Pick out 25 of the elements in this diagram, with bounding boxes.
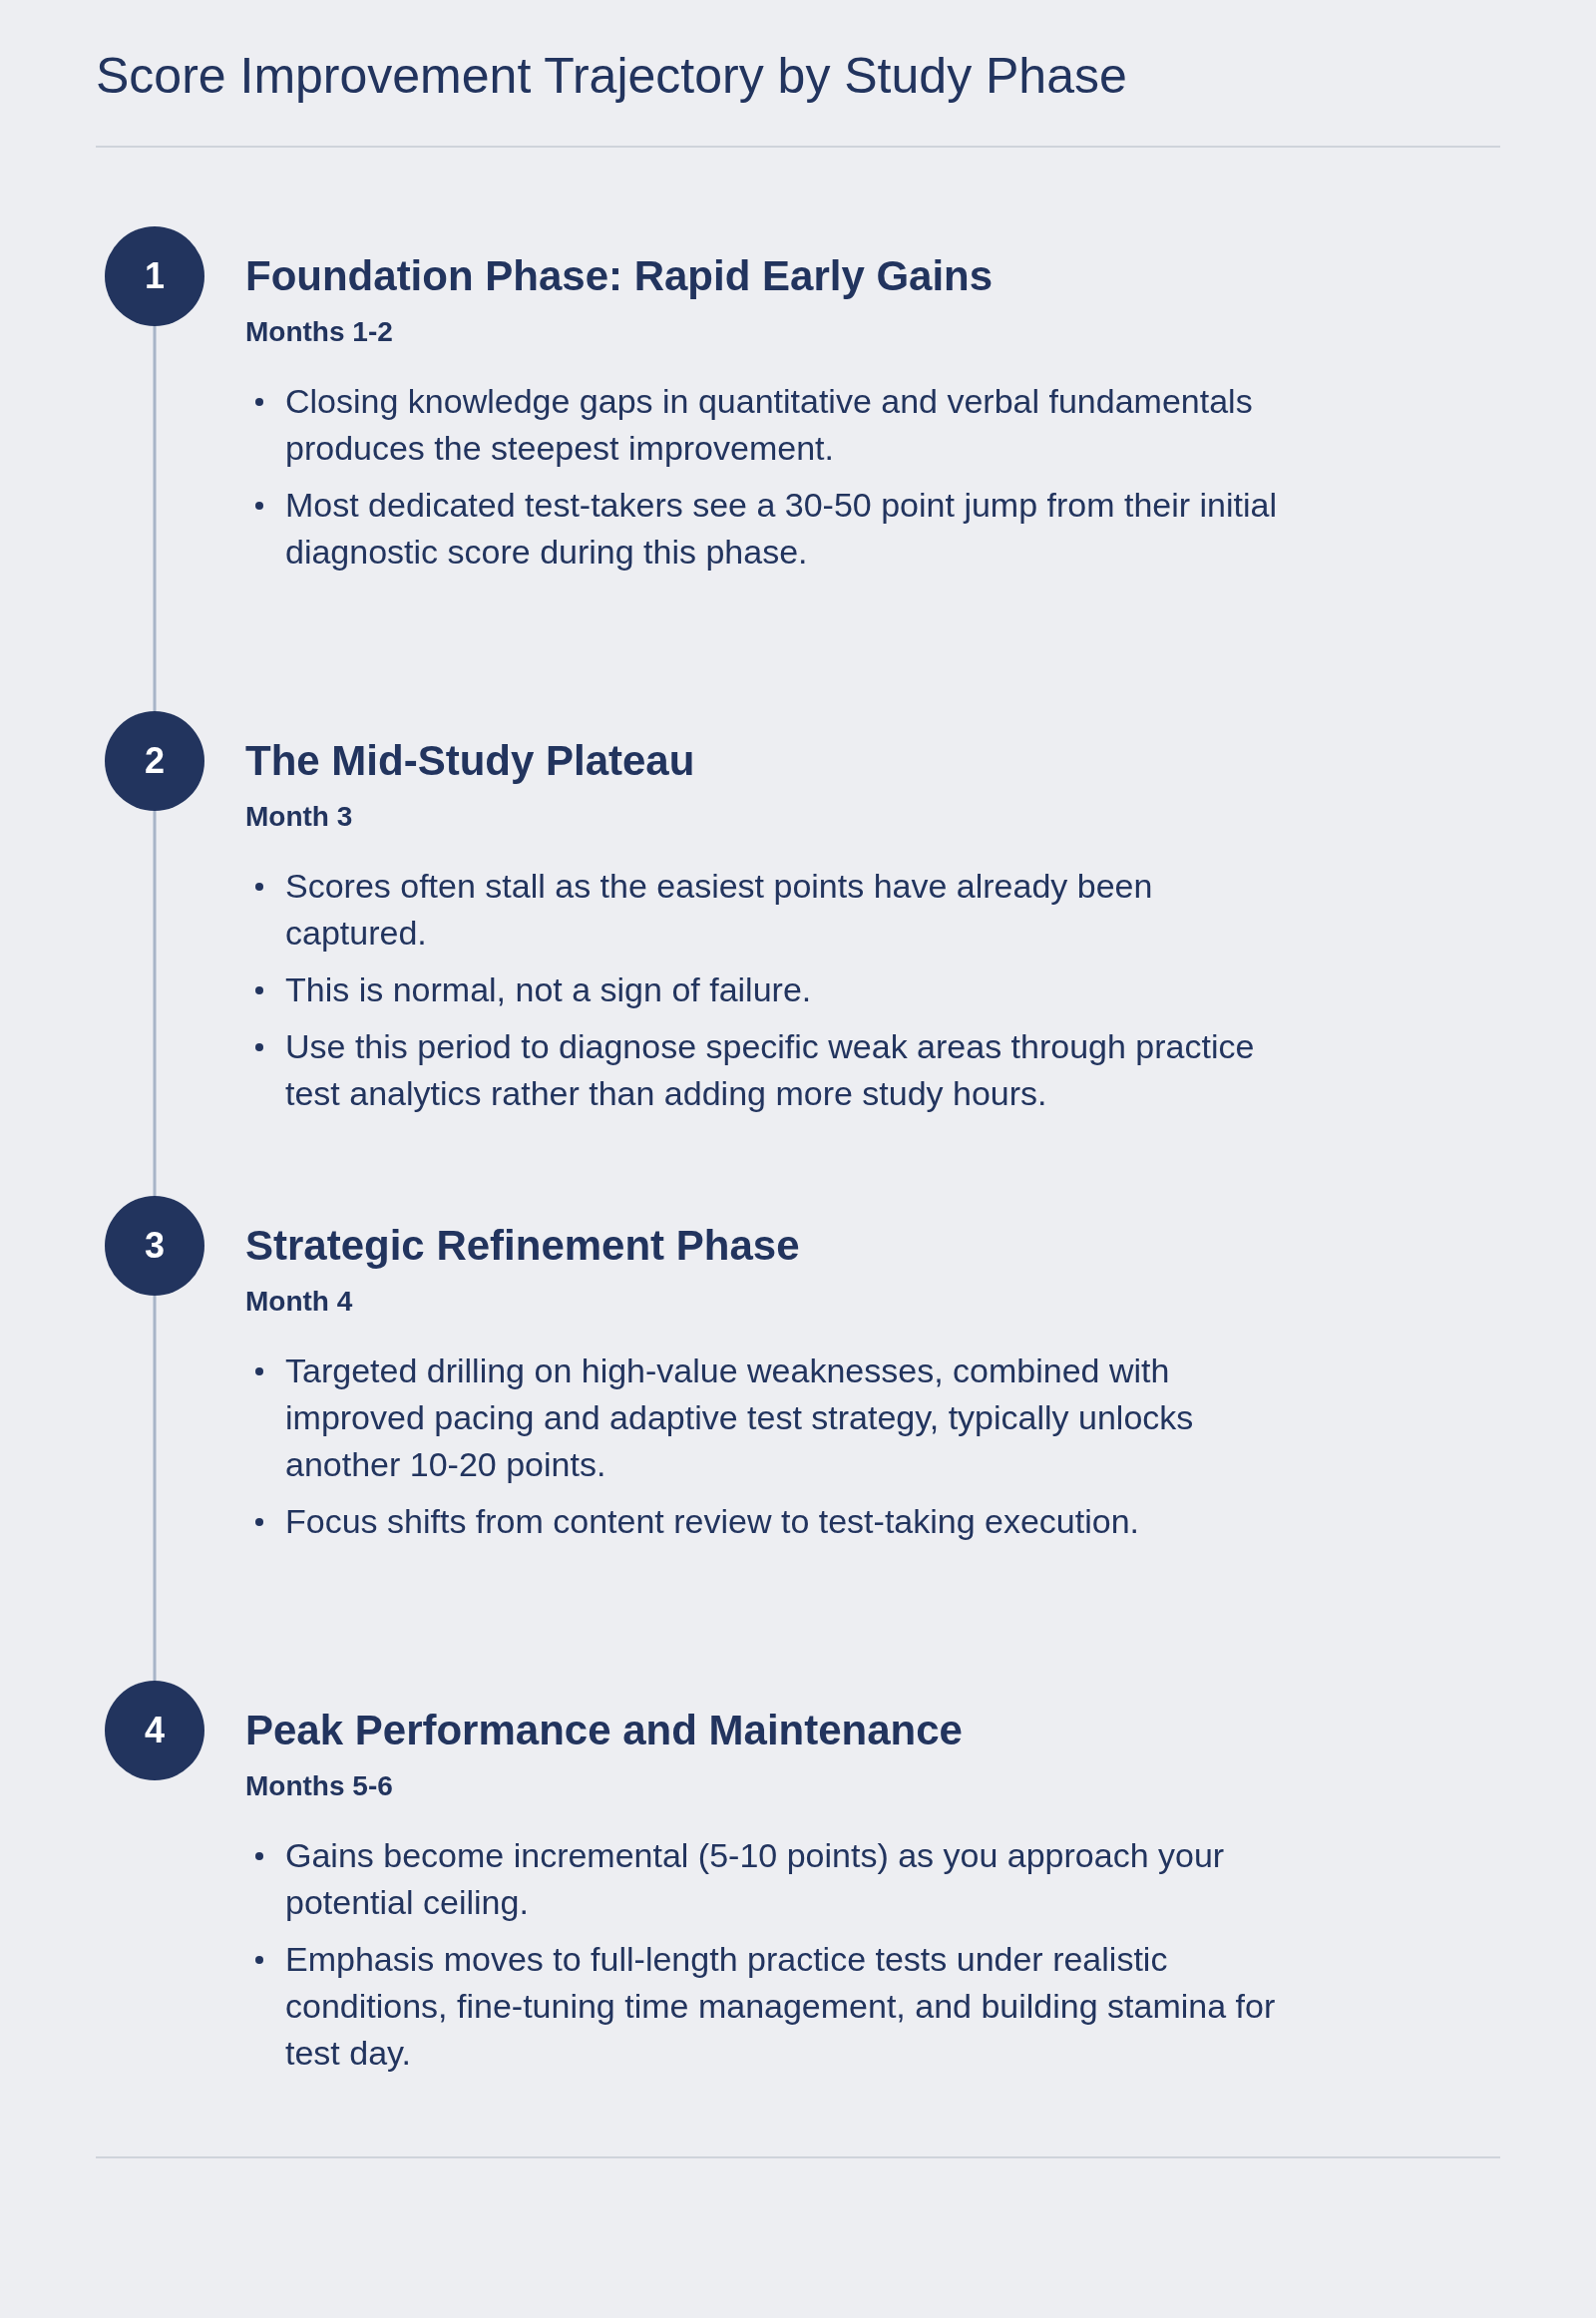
bullet-text: Targeted drilling on high-value weaknesses, combined with improved pacing and adaptive test strategy, typically unlocks another 10-20 points. bbox=[285, 1352, 1194, 1483]
bullet-text: Focus shifts from content review to test-taking execution. bbox=[285, 1502, 1140, 1540]
phase-heading: The Mid-Study Plateau bbox=[245, 736, 696, 786]
connector-line bbox=[153, 326, 157, 711]
phase-duration: Months 5-6 bbox=[245, 1769, 394, 1803]
bullet-text: Most dedicated test-takers see a 30-50 point jump from their initial diagnostic score during this phase. bbox=[285, 486, 1278, 571]
bullet-text: Scores often stall as the easiest points have already been captured. bbox=[285, 867, 1153, 952]
bullet-text: Emphasis moves to full-length practice tests under realistic conditions, fine-tuning time management, and building stamina for test day. bbox=[285, 1940, 1276, 2072]
bullet-text: This is normal, not a sign of failure. bbox=[285, 970, 812, 1008]
connector-line bbox=[153, 1296, 157, 1681]
phase-duration: Month 4 bbox=[245, 1285, 354, 1319]
phase-duration: Month 3 bbox=[245, 800, 354, 834]
step-number-circle: 3 bbox=[105, 1196, 204, 1296]
phase-heading: Foundation Phase: Rapid Early Gains bbox=[245, 251, 995, 301]
connector-line bbox=[153, 811, 157, 1196]
step-number-circle: 2 bbox=[105, 711, 204, 811]
phase-heading: Strategic Refinement Phase bbox=[245, 1221, 801, 1271]
phase-heading: Peak Performance and Maintenance bbox=[245, 1706, 964, 1755]
bullet-text: Use this period to diagnose specific weak areas through practice test analytics rather than adding more study hours. bbox=[285, 1027, 1255, 1112]
bullet-text: Gains become incremental (5-10 points) as you approach your potential ceiling. bbox=[285, 1836, 1225, 1921]
phase-duration: Months 1-2 bbox=[245, 315, 394, 349]
title: Score Improvement Trajectory by Study Phase bbox=[96, 47, 1127, 106]
bullet-text: Closing knowledge gaps in quantitative and verbal fundamentals produces the steepest improvement. bbox=[285, 382, 1253, 467]
step-number-circle: 4 bbox=[105, 1681, 204, 1780]
step-number-circle: 1 bbox=[105, 226, 204, 326]
